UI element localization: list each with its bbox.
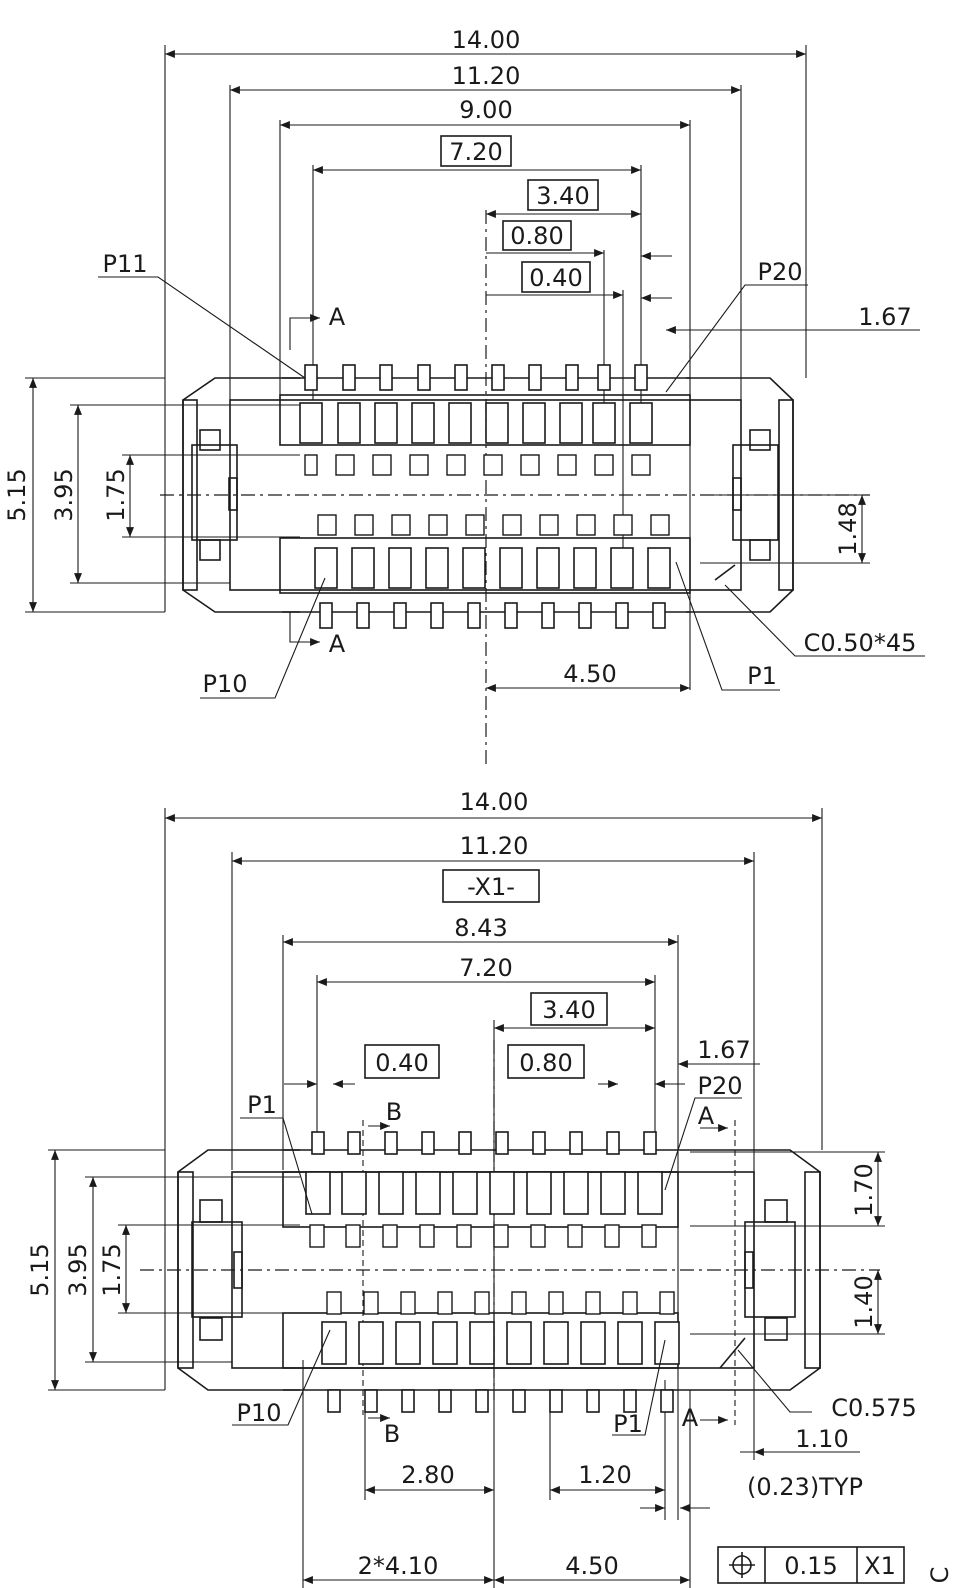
top-view: 14.00 11.20 9.00 7.20 3.40 0.80 0.40 1.6… <box>3 26 925 765</box>
bottom-view: 14.00 11.20 -X1- 8.43 7.20 3.40 0.40 0.8… <box>26 788 954 1588</box>
tolerance-datum: X1 <box>864 1552 896 1580</box>
basic-dim-box-080-bottom <box>507 1044 585 1079</box>
top-dim-5-15: 5.15 <box>3 468 31 521</box>
top-label-p11: P11 <box>102 250 147 278</box>
bottom-section-a-lower: A <box>682 1404 699 1432</box>
bottom-label-p1-top: P1 <box>247 1091 277 1119</box>
datum-box-x1 <box>442 869 540 903</box>
bottom-dim-2-80: 2.80 <box>401 1461 454 1489</box>
top-dim-9-00: 9.00 <box>459 96 512 124</box>
basic-dim-box-720 <box>440 135 512 167</box>
bottom-dim-1-75: 1.75 <box>98 1243 126 1296</box>
bottom-label-p10: P10 <box>236 1399 281 1427</box>
basic-dim-box-040-bottom <box>364 1044 440 1079</box>
bottom-view-lower-pin-row <box>321 1291 680 1413</box>
position-tolerance-frame <box>717 1546 905 1584</box>
bottom-label-p1-bottom: P1 <box>613 1410 643 1438</box>
bottom-datum-x1: -X1- <box>467 873 515 901</box>
bottom-dim-1-40: 1.40 <box>850 1275 878 1328</box>
basic-dim-box-340 <box>527 179 599 211</box>
top-chamfer-label: C0.50*45 <box>804 629 917 657</box>
bottom-dim-5-15: 5.15 <box>26 1243 54 1296</box>
top-dim-1-48: 1.48 <box>834 502 862 555</box>
basic-dim-box-040 <box>521 261 591 293</box>
basic-dim-box-340-bottom <box>530 992 608 1026</box>
bottom-label-p20: P20 <box>697 1072 742 1100</box>
bottom-dim-0-80: 0.80 <box>519 1049 572 1077</box>
top-dim-1-75: 1.75 <box>102 468 130 521</box>
bottom-dim-4-50: 4.50 <box>565 1552 618 1580</box>
bottom-dim-7-20: 7.20 <box>459 954 512 982</box>
top-view-upper-pin-row <box>299 364 653 476</box>
top-dim-11-20: 11.20 <box>452 62 521 90</box>
top-section-a-upper: A <box>329 303 346 331</box>
top-dim-3-40: 3.40 <box>536 182 589 210</box>
bottom-dim-3-95: 3.95 <box>64 1243 92 1296</box>
top-section-a-lower: A <box>329 630 346 658</box>
basic-dim-box-080 <box>502 220 572 251</box>
top-label-p20: P20 <box>757 258 802 286</box>
bottom-dim-11-20: 11.20 <box>460 832 529 860</box>
bottom-dim-2x4-10: 2*4.10 <box>358 1552 439 1580</box>
bottom-chamfer-label: C0.575 <box>831 1394 916 1422</box>
top-label-p1: P1 <box>747 662 777 690</box>
bottom-dim-typ: (0.23)TYP <box>747 1473 863 1501</box>
bottom-dim-1-20: 1.20 <box>578 1461 631 1489</box>
bottom-dim-0-40: 0.40 <box>375 1049 428 1077</box>
top-dim-4-50: 4.50 <box>563 660 616 688</box>
tolerance-value: 0.15 <box>784 1552 837 1580</box>
top-dim-7-20: 7.20 <box>449 138 502 166</box>
top-label-p10: P10 <box>202 670 247 698</box>
bottom-section-b-lower: B <box>384 1420 400 1448</box>
bottom-dim-8-43: 8.43 <box>454 914 507 942</box>
edge-mark: C <box>926 1567 954 1584</box>
bottom-dim-1-67: 1.67 <box>697 1036 750 1064</box>
bottom-dim-overall-width: 14.00 <box>460 788 529 816</box>
top-dim-overall-width: 14.00 <box>452 26 521 54</box>
bottom-dim-3-40: 3.40 <box>542 996 595 1024</box>
bottom-section-b-upper: B <box>386 1098 402 1126</box>
bottom-dim-1-70: 1.70 <box>850 1163 878 1216</box>
bottom-view-upper-pin-row <box>305 1131 663 1248</box>
top-dim-0-80: 0.80 <box>510 222 563 250</box>
top-dim-1-67: 1.67 <box>858 303 911 331</box>
bottom-section-a-upper: A <box>698 1102 715 1130</box>
top-dim-3-95: 3.95 <box>50 468 78 521</box>
top-dim-0-40: 0.40 <box>529 264 582 292</box>
bottom-dim-1-10: 1.10 <box>795 1425 848 1453</box>
top-view-lower-pin-row <box>314 514 671 629</box>
